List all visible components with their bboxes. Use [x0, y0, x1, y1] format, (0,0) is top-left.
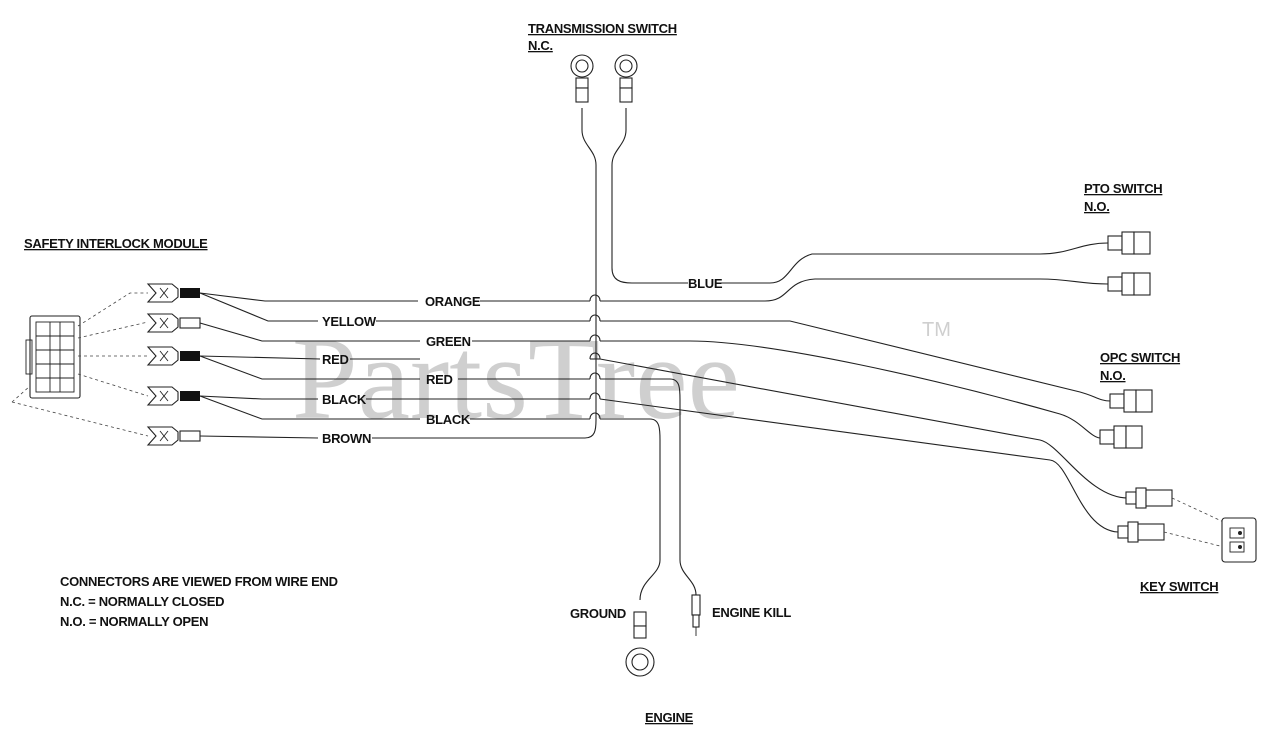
label-opc-switch: OPC SWITCH	[1100, 350, 1180, 365]
wire-red-key	[599, 358, 1131, 499]
label-yellow: YELLOW	[322, 314, 377, 329]
wire-brown	[199, 419, 597, 439]
wire-yellow	[199, 292, 1111, 402]
label-red-1: RED	[322, 352, 349, 367]
label-red-2: RED	[426, 372, 453, 387]
label-blue: BLUE	[688, 276, 723, 291]
wire-orange	[199, 278, 1109, 302]
wire-black-1	[199, 395, 1119, 533]
opc-switch-connectors	[1099, 389, 1153, 449]
wire-red-2	[199, 355, 697, 596]
wire-trans-blue	[611, 108, 1109, 284]
note-line-1: CONNECTORS ARE VIEWED FROM WIRE END	[60, 574, 338, 589]
transmission-switch-terminals	[570, 54, 638, 103]
label-transmission-switch: TRANSMISSION SWITCH	[528, 21, 677, 36]
watermark-trademark: TM	[922, 319, 951, 341]
label-pto-state: N.O.	[1084, 199, 1110, 214]
safety-interlock-module	[25, 315, 81, 399]
ground-ring-terminal	[625, 611, 655, 677]
note-line-2: N.C. = NORMALLY CLOSED	[60, 594, 224, 609]
key-switch	[1117, 487, 1257, 563]
wire-trans-trunk	[581, 108, 597, 420]
terminal-2	[146, 313, 201, 333]
terminal-3	[146, 346, 200, 366]
label-green: GREEN	[426, 334, 471, 349]
label-engine-kill: ENGINE KILL	[712, 605, 791, 620]
label-black-2: BLACK	[426, 412, 471, 427]
terminal-5	[146, 426, 201, 446]
pto-switch-connectors	[1107, 231, 1151, 296]
label-ground: GROUND	[570, 606, 626, 621]
wire-green	[199, 322, 1101, 439]
label-brown: BROWN	[322, 431, 371, 446]
label-pto-switch: PTO SWITCH	[1084, 181, 1162, 196]
wire-red-1	[199, 355, 420, 360]
label-key-switch: KEY SWITCH	[1140, 579, 1218, 594]
label-transmission-state: N.C.	[528, 38, 553, 53]
label-engine: ENGINE	[645, 710, 694, 725]
terminal-4	[146, 386, 200, 406]
module-terminals	[146, 283, 201, 446]
label-black-1: BLACK	[322, 392, 367, 407]
terminal-1	[146, 283, 200, 303]
label-safety-interlock-module: SAFETY INTERLOCK MODULE	[24, 236, 208, 251]
label-opc-state: N.O.	[1100, 368, 1126, 383]
label-orange: ORANGE	[425, 294, 481, 309]
engine-kill-terminal	[691, 594, 701, 636]
note-line-3: N.O. = NORMALLY OPEN	[60, 614, 208, 629]
module-leader-lines	[11, 292, 149, 437]
wire-black-2	[199, 395, 661, 601]
wires	[199, 108, 1131, 601]
